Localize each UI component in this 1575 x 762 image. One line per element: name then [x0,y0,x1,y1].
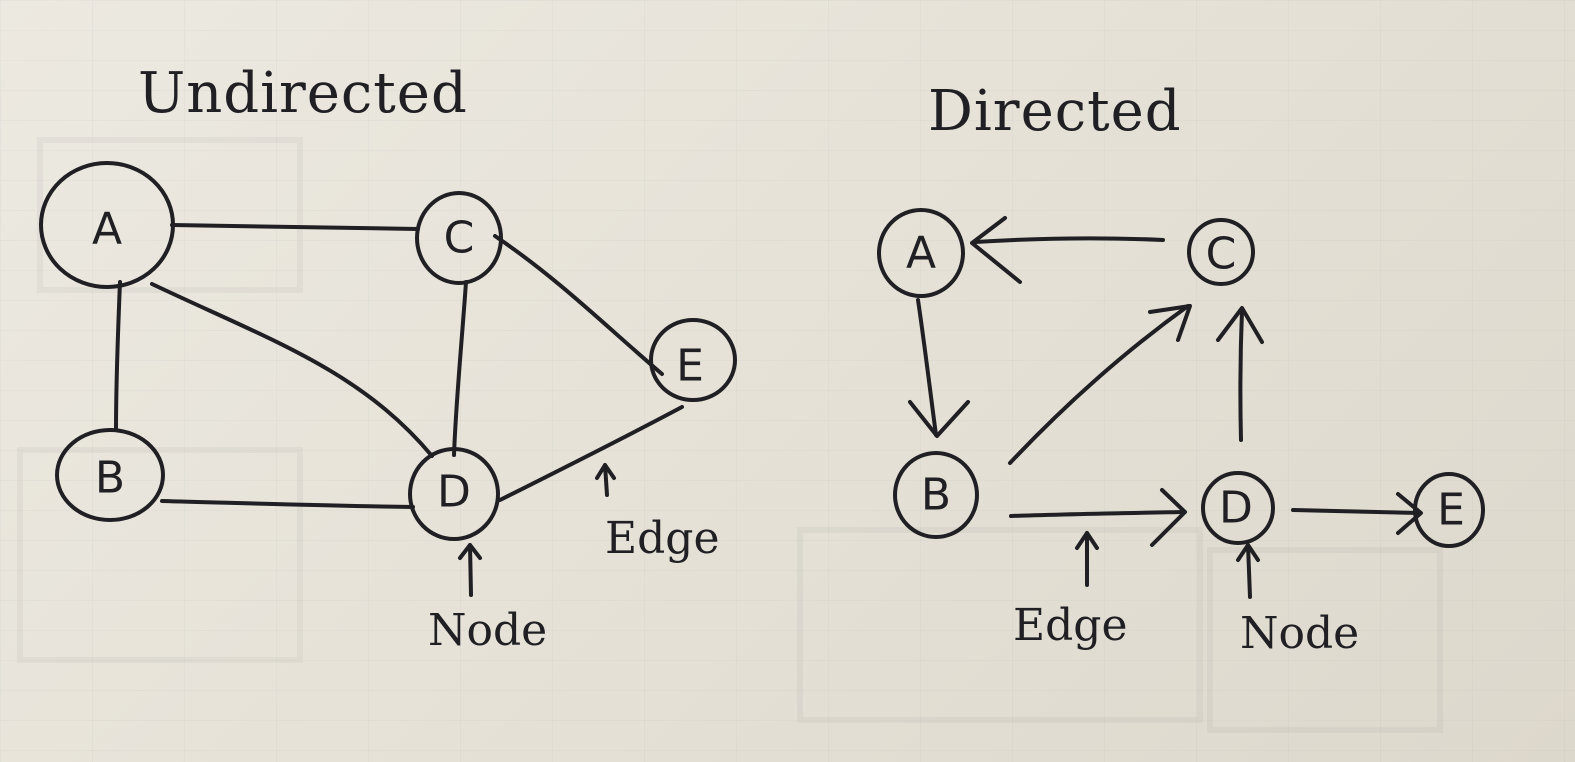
undirected-edge-c-e [493,234,664,376]
undirected-nodes: A B C D E [39,161,737,541]
directed-node-pointer-arrow [1236,543,1260,599]
directed-node-a-label: A [906,228,936,279]
directed-edge-a-b [908,298,970,438]
undirected-title: Undirected [138,61,468,126]
undirected-node-a-label: A [92,204,122,255]
directed-title: Directed [928,79,1182,144]
directed-node-c: C [1187,218,1255,286]
directed-edge-annotation: Edge [1013,600,1128,651]
directed-node-e-label: E [1437,485,1465,536]
undirected-node-e-label: E [676,341,704,392]
directed-edge-b-c [1008,304,1192,465]
undirected-edge-a-d [150,282,434,458]
undirected-node-b: B [55,428,165,522]
directed-nodes: A B C D E [877,208,1485,548]
directed-edge-b-d [1009,488,1187,547]
undirected-graph: Undirected A B C [39,61,737,656]
undirected-node-a: A [39,161,175,289]
undirected-edge-e-d [498,405,684,502]
undirected-node-b-label: B [95,453,125,504]
undirected-edge-pointer-arrow [595,463,616,497]
directed-node-d: D [1201,471,1275,545]
directed-node-e: E [1413,472,1485,548]
undirected-node-pointer-arrow [458,543,482,597]
directed-edge-d-c [1216,306,1264,442]
directed-node-b: B [893,451,979,539]
undirected-node-d: D [408,447,500,541]
directed-edge-pointer-arrow [1075,531,1099,587]
directed-node-d-label: D [1219,483,1253,534]
directed-graph: Directed [877,79,1485,659]
undirected-annotations: Edge Node [428,463,720,656]
undirected-node-c-label: C [444,213,475,264]
undirected-edge-annotation: Edge [605,513,720,564]
directed-node-annotation: Node [1240,608,1359,659]
undirected-node-e: E [649,318,737,402]
undirected-node-d-label: D [437,467,471,518]
directed-node-a: A [877,208,965,298]
undirected-edge-a-b [114,280,122,432]
undirected-edge-c-d [452,280,468,457]
directed-node-c-label: C [1206,229,1237,280]
undirected-edge-a-c [170,223,420,231]
undirected-edges [114,223,684,509]
directed-node-b-label: B [921,470,951,521]
directed-edges [908,216,1423,547]
undirected-node-c: C [415,191,503,285]
directed-edge-c-a [970,216,1165,284]
undirected-edge-b-d [160,499,415,509]
directed-edge-d-e [1291,492,1423,535]
directed-annotations: Edge Node [1013,531,1359,659]
undirected-node-annotation: Node [428,605,547,656]
